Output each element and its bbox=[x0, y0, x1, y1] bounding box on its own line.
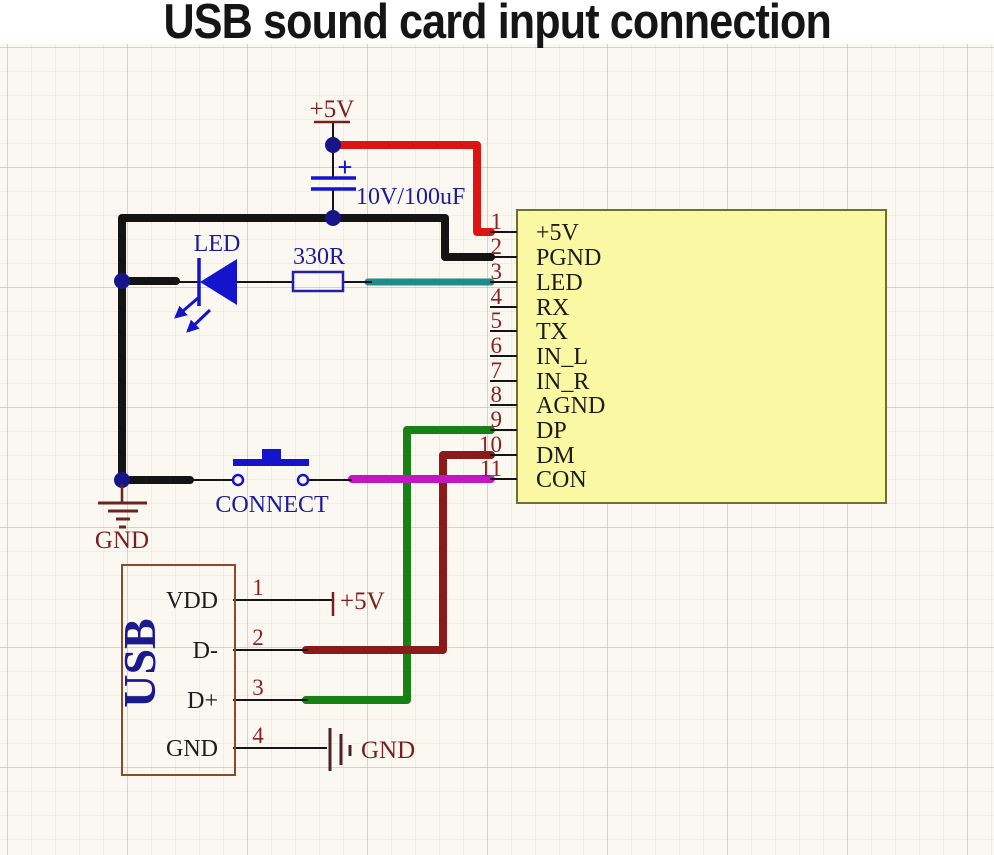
junction-dot bbox=[325, 137, 341, 153]
ic-pin-number: 9 bbox=[491, 407, 503, 432]
led-light-arrow-icon bbox=[174, 296, 199, 319]
switch-label: CONNECT bbox=[215, 492, 329, 518]
ic-pin-label: IN_L bbox=[536, 344, 588, 370]
plus5v-rail-label: +5V bbox=[310, 96, 355, 123]
pushbutton-bar bbox=[233, 459, 309, 466]
usb-pin-label: D- bbox=[193, 638, 218, 664]
junction-dot bbox=[114, 472, 130, 488]
usb-pin-label: GND bbox=[166, 736, 218, 762]
ic-pin-label: DM bbox=[536, 443, 575, 469]
ic-pin-number: 5 bbox=[491, 308, 503, 333]
usb-pin-labels: VDD D- D+ GND bbox=[166, 588, 218, 762]
ground-symbol-left bbox=[98, 484, 147, 529]
ic-pin-number: 10 bbox=[479, 432, 502, 457]
usb-pin-numbers: 1 2 3 4 bbox=[252, 575, 264, 748]
ic-pin-label: PGND bbox=[536, 245, 601, 271]
ic-pin-number: 11 bbox=[480, 456, 502, 481]
led-label: LED bbox=[194, 231, 241, 257]
led-symbol bbox=[174, 258, 237, 333]
ic-pin-label: AGND bbox=[536, 393, 605, 419]
ic-pin-label: RX bbox=[536, 295, 569, 321]
ic-pin-number: 3 bbox=[491, 259, 503, 284]
pushbutton-terminal bbox=[231, 473, 245, 487]
usb-vdd-net-label: +5V bbox=[340, 588, 385, 615]
pushbutton-knob bbox=[262, 449, 281, 459]
usb-pin-number: 3 bbox=[252, 675, 264, 700]
led-light-arrow-icon bbox=[186, 308, 212, 333]
ic-pin-number: 4 bbox=[491, 284, 503, 309]
wire-plus5v bbox=[332, 141, 495, 236]
wire-dm bbox=[302, 451, 495, 654]
ic-pin-numbers: 1 2 3 4 5 6 7 8 9 10 11 bbox=[479, 209, 503, 481]
wire-dp bbox=[302, 426, 495, 704]
title-bar: USB sound card input connection bbox=[0, 0, 994, 49]
usb-gnd-net-label: GND bbox=[361, 737, 415, 764]
ic-pin-label: +5V bbox=[536, 220, 580, 246]
capacitor-value-label: 10V/100uF bbox=[356, 184, 465, 210]
ic-pin-label: IN_R bbox=[536, 369, 589, 395]
usb-connector-body bbox=[121, 564, 236, 776]
capacitor-symbol: + bbox=[311, 152, 356, 191]
ground-label: GND bbox=[95, 527, 149, 554]
ic-pin-label: TX bbox=[536, 319, 568, 345]
ic-pin-label: LED bbox=[536, 270, 583, 296]
usb-ground-symbol bbox=[328, 728, 352, 771]
ic-pin-number: 6 bbox=[491, 333, 503, 358]
ic-pin-label: DP bbox=[536, 418, 567, 444]
ic-pin-number: 1 bbox=[491, 209, 503, 234]
usb-pin-number: 4 bbox=[252, 723, 264, 748]
capacitor-polarity-sign: + bbox=[337, 152, 352, 182]
usb-pin-number: 2 bbox=[252, 625, 264, 650]
ic-pin-label: CON bbox=[536, 467, 587, 493]
ic-pin-number: 7 bbox=[491, 358, 503, 383]
pushbutton-terminal bbox=[296, 473, 310, 487]
usb-connector-label: USB bbox=[114, 618, 165, 707]
junction-dot bbox=[114, 273, 130, 289]
ic-pin-number: 8 bbox=[491, 382, 503, 407]
usb-pin-label: VDD bbox=[166, 588, 218, 614]
ic-pin-number: 2 bbox=[491, 234, 503, 259]
ic-pin-labels: +5V PGND LED RX TX IN_L IN_R AGND DP DM … bbox=[536, 220, 605, 493]
usb-pin-label: D+ bbox=[187, 688, 218, 714]
junction-dot bbox=[325, 210, 341, 226]
sound-card-ic-body bbox=[516, 209, 887, 504]
wire-ground-bus bbox=[118, 214, 495, 484]
thin-wires bbox=[176, 122, 372, 749]
led-triangle bbox=[200, 259, 237, 305]
usb-pin-number: 1 bbox=[252, 575, 264, 600]
resistor-value-label: 330R bbox=[293, 244, 345, 270]
pushbutton-symbol bbox=[231, 449, 310, 487]
ic-pin-stubs bbox=[490, 231, 517, 480]
page-title: USB sound card input connection bbox=[163, 0, 831, 49]
resistor-symbol bbox=[291, 270, 345, 293]
